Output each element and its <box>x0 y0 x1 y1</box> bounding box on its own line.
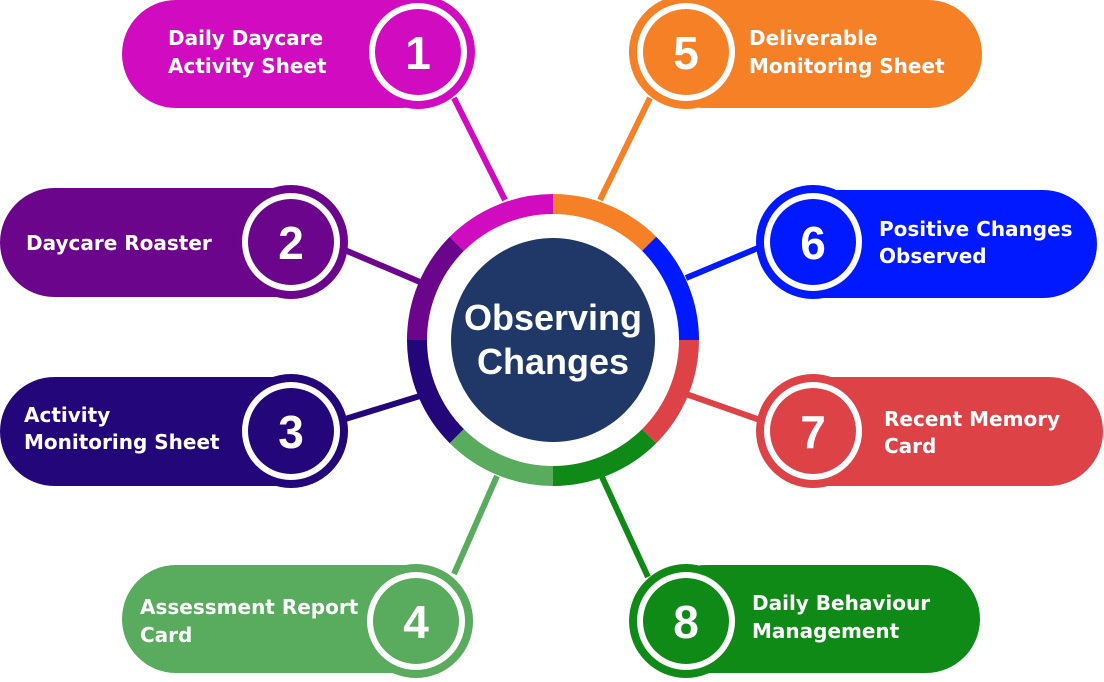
item-8-label-line2: Management <box>752 619 900 643</box>
ring-segment-4 <box>449 429 553 486</box>
item-1-connector <box>451 96 508 202</box>
item-8-number-badge <box>643 578 729 664</box>
item-7-label-line2: Card <box>884 434 936 458</box>
item-2-label-line1: Daycare Roaster <box>26 231 212 255</box>
item-8-label-line1: Daily Behaviour <box>752 591 930 615</box>
item-2-connector <box>338 245 422 285</box>
item-4-label-line1: Assessment Report <box>140 595 359 619</box>
item-3-connector <box>341 393 421 423</box>
item-1-label-line2: Activity Sheet <box>168 54 327 78</box>
item-5-label-line2: Monitoring Sheet <box>749 54 945 78</box>
item-6-label-line1: Positive Changes <box>879 217 1073 241</box>
ring-segment-6 <box>642 236 699 340</box>
item-5-number: 5 <box>673 27 699 79</box>
connectors <box>338 96 761 579</box>
item-3-number: 3 <box>278 406 304 458</box>
item-8-number: 8 <box>673 596 699 648</box>
item-5-deliverable-monitoring-sheet[interactable]: 5 Deliverable Monitoring Sheet <box>629 0 982 109</box>
item-6-positive-changes-observed[interactable]: 6 Positive Changes Observed <box>756 185 1097 299</box>
item-7-recent-memory-card[interactable]: 7 Recent Memory Card <box>756 374 1103 488</box>
ring-segment-7 <box>642 340 699 444</box>
item-6-number: 6 <box>800 217 826 269</box>
item-5-connector <box>597 96 653 202</box>
item-5-label-line1: Deliverable <box>749 26 878 50</box>
item-2-number: 2 <box>278 217 304 269</box>
item-1-daily-daycare-activity-sheet[interactable]: 1 Daily Daycare Activity Sheet <box>122 0 475 109</box>
ring-segment-5 <box>553 194 657 251</box>
ring-segment-8 <box>553 429 657 486</box>
item-7-connector <box>685 391 761 423</box>
item-1-number-badge <box>375 9 461 95</box>
center-ring <box>407 194 699 486</box>
item-4-connector <box>451 474 500 576</box>
ring-segment-3 <box>407 340 464 444</box>
item-7-label-line1: Recent Memory <box>884 407 1060 431</box>
center-hub: Observing Changes <box>451 238 655 442</box>
item-3-label-line1: Activity <box>24 403 110 427</box>
item-3-label-line2: Monitoring Sheet <box>24 430 220 454</box>
item-8-daily-behaviour-management[interactable]: 8 Daily Behaviour Management <box>629 564 980 678</box>
center-title-line2: Changes <box>477 341 629 382</box>
center-title-line1: Observing <box>464 297 642 338</box>
item-7-number: 7 <box>800 406 826 458</box>
item-3-activity-monitoring-sheet[interactable]: 3 Activity Monitoring Sheet <box>0 374 348 488</box>
item-6-number-badge <box>770 199 856 285</box>
item-8-connector <box>599 475 651 579</box>
item-2-daycare-roaster[interactable]: 2 Daycare Roaster <box>0 185 348 299</box>
item-5-number-badge <box>643 9 729 95</box>
ring-segment-1 <box>449 194 553 251</box>
item-4-label-line2: Card <box>140 623 192 647</box>
item-6-connector <box>684 245 760 281</box>
center-core-circle <box>451 238 655 442</box>
item-2-number-badge <box>248 199 334 285</box>
item-4-number-badge <box>373 578 459 664</box>
item-1-label-line1: Daily Daycare <box>168 26 323 50</box>
item-7-number-badge <box>770 388 856 474</box>
ring-segment-2 <box>407 236 464 340</box>
item-4-number: 4 <box>403 596 429 648</box>
item-3-number-badge <box>248 388 334 474</box>
item-1-number: 1 <box>405 27 431 79</box>
item-4-assessment-report-card[interactable]: 4 Assessment Report Card <box>122 564 473 678</box>
item-6-label-line2: Observed <box>879 244 987 268</box>
